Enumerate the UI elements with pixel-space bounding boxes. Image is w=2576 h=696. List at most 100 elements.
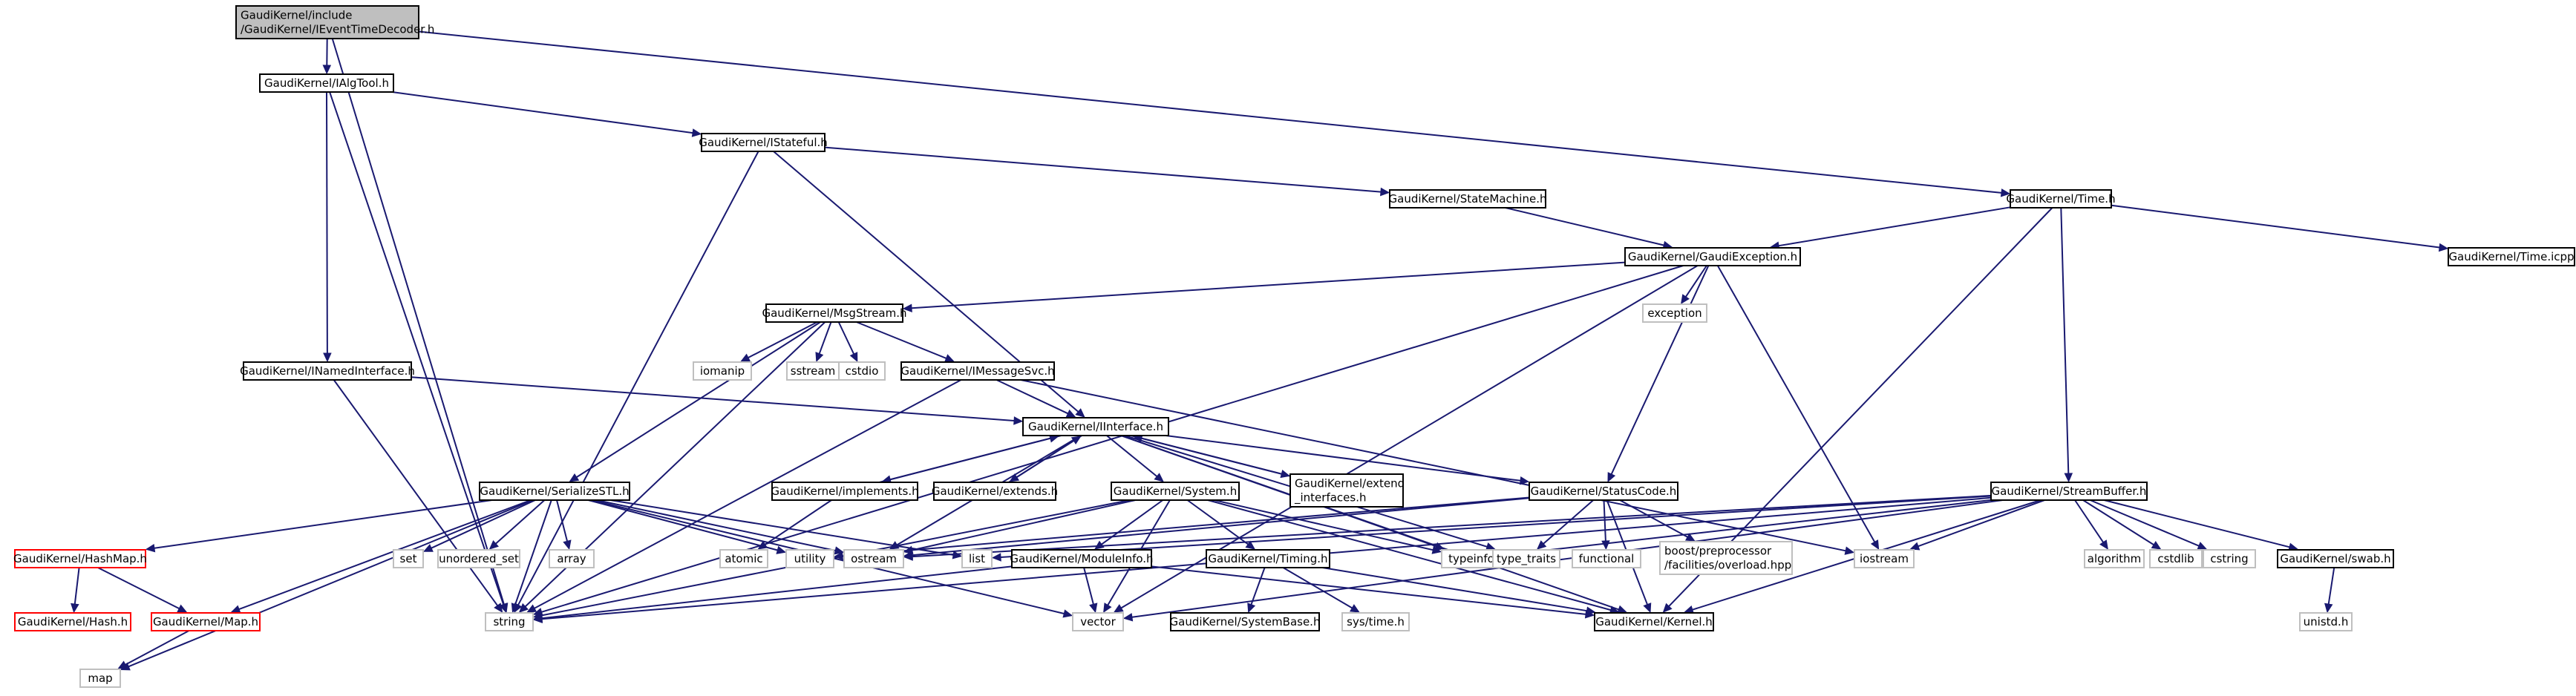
- edge-line: [495, 499, 546, 545]
- node-istateful[interactable]: GaudiKernel/IStateful.h: [699, 133, 828, 152]
- edge-time-to-timeicpp: [2111, 204, 2449, 252]
- node-mapnode[interactable]: GaudiKernel/Map.h: [151, 612, 261, 631]
- edge-line: [238, 499, 532, 611]
- edge-line: [541, 499, 1130, 617]
- edge-line: [329, 91, 505, 605]
- node-type_traits: type_traits: [1492, 549, 1560, 568]
- node-extends[interactable]: GaudiKernel/extends.h: [932, 482, 1058, 501]
- edge-arrowhead: [1113, 604, 1124, 613]
- edge-arrowhead: [815, 352, 824, 363]
- node-label: utility: [794, 552, 826, 565]
- node-streambuffer[interactable]: GaudiKernel/StreamBuffer.h: [1990, 482, 2148, 501]
- edge-arrowhead: [563, 539, 572, 551]
- node-box: [1854, 549, 1915, 568]
- node-extendinterfaces[interactable]: GaudiKernel/extend_interfaces.h: [1289, 473, 1405, 508]
- edge-iinterface-to-statuscode: [1166, 435, 1530, 485]
- edge-line: [534, 379, 962, 609]
- node-swab[interactable]: GaudiKernel/swab.h: [2277, 549, 2394, 568]
- edge-line: [392, 91, 693, 134]
- node-array: array: [549, 549, 595, 568]
- edge-line: [911, 261, 1626, 309]
- node-serializestl[interactable]: GaudiKernel/SerializeSTL.h: [479, 482, 630, 501]
- edge-arrowhead: [1684, 533, 1696, 542]
- node-msgstream[interactable]: GaudiKernel/MsgStream.h: [762, 303, 907, 323]
- edge-line: [411, 376, 1015, 421]
- node-box: [1529, 482, 1678, 501]
- node-hash[interactable]: GaudiKernel/Hash.h: [14, 612, 131, 631]
- node-label: GaudiKernel/System.h: [1114, 485, 1237, 498]
- node-sstream: sstream: [786, 361, 840, 381]
- node-label: sys/time.h: [1347, 615, 1405, 628]
- edge-streambuffer-to-iostream: [1909, 499, 2045, 551]
- node-moduleinfo[interactable]: GaudiKernel/ModuleInfo.h: [1010, 549, 1154, 568]
- edge-serializestl-to-ostream: [596, 499, 845, 555]
- edge-line: [331, 38, 505, 605]
- node-kernel[interactable]: GaudiKernel/Kernel.h: [1594, 612, 1714, 631]
- node-gaudiexception[interactable]: GaudiKernel/GaudiException.h: [1624, 247, 1801, 266]
- node-box: [235, 5, 419, 39]
- edge-line: [1141, 437, 1291, 477]
- edge-arrowhead: [230, 605, 241, 614]
- edge-arrowhead: [322, 65, 332, 75]
- edge-line: [1186, 499, 1249, 545]
- edge-serializestl-to-unordered_set: [488, 499, 546, 550]
- node-time[interactable]: GaudiKernel/Time.h: [2006, 189, 2116, 209]
- edge-line: [517, 151, 759, 605]
- edge-ialgtool-to-inamedinterface: [323, 91, 332, 363]
- node-iinterface[interactable]: GaudiKernel/IInterface.h: [1022, 417, 1169, 436]
- edge-arrowhead: [1094, 540, 1105, 550]
- edge-arrowhead: [691, 128, 702, 137]
- node-root[interactable]: GaudiKernel/include/GaudiKernel/IEventTi…: [235, 5, 434, 39]
- edge-ialgtool-to-string: [329, 91, 508, 614]
- node-ialgtool[interactable]: GaudiKernel/IAlgTool.h: [259, 73, 394, 93]
- edge-hashmap-to-mapnode: [97, 567, 188, 613]
- node-label: vector: [1080, 615, 1116, 628]
- edge-arrowhead: [1070, 436, 1082, 445]
- edge-line: [73, 567, 80, 605]
- node-statemachine[interactable]: GaudiKernel/StateMachine.h: [1389, 189, 1547, 209]
- node-system[interactable]: GaudiKernel/System.h: [1111, 482, 1240, 501]
- node-timeicpp[interactable]: GaudiKernel/Time.icpp: [2448, 247, 2575, 266]
- edge-line: [842, 496, 1530, 557]
- node-box: [1022, 417, 1169, 436]
- edge-arrowhead: [1519, 476, 1530, 485]
- node-box: [838, 361, 886, 381]
- edge-line: [514, 499, 552, 605]
- node-box: [2203, 549, 2256, 568]
- node-statuscode[interactable]: GaudiKernel/StatusCode.h: [1529, 482, 1678, 501]
- node-label: GaudiKernel/StateMachine.h: [1389, 192, 1547, 206]
- node-box: [1659, 541, 1793, 575]
- edge-arrowhead: [2064, 473, 2073, 483]
- node-inamedinterface[interactable]: GaudiKernel/INamedInterface.h: [240, 361, 415, 381]
- edge-swab-to-unistd: [2324, 567, 2335, 614]
- edge-statuscode-to-functional: [1601, 499, 1610, 551]
- node-box: [485, 612, 534, 631]
- node-iostream: iostream: [1854, 549, 1915, 568]
- node-implements[interactable]: GaudiKernel/implements.h: [771, 482, 919, 501]
- edge-line: [2082, 499, 2154, 545]
- edge-moduleinfo-to-string: [532, 565, 1013, 623]
- edge-hashmap-to-hash: [71, 567, 80, 614]
- node-timing[interactable]: GaudiKernel/Timing.h: [1206, 549, 1330, 568]
- node-box: [259, 73, 394, 93]
- node-atomic: atomic: [719, 549, 768, 568]
- edge-streambuffer-to-ostream: [903, 494, 1992, 561]
- edge-line: [1716, 265, 1876, 542]
- node-box: [1111, 482, 1240, 501]
- edge-arrowhead: [776, 545, 787, 554]
- edge-arrowhead: [488, 539, 499, 550]
- edge-arrowhead: [2099, 539, 2108, 551]
- edge-arrowhead: [833, 551, 843, 560]
- edge-line: [1505, 207, 1664, 246]
- node-box: [843, 549, 904, 568]
- node-label: GaudiKernel/extend: [1295, 477, 1405, 490]
- node-label: GaudiKernel/swab.h: [2280, 552, 2390, 565]
- node-label: /GaudiKernel/IEventTimeDecoder.h: [241, 23, 434, 36]
- node-hashmap[interactable]: GaudiKernel/HashMap.h: [13, 549, 147, 568]
- node-imessagesvc[interactable]: GaudiKernel/IMessageSvc.h: [900, 361, 1055, 381]
- node-box: [1492, 549, 1560, 568]
- edge-line: [1120, 435, 1619, 611]
- edge-line: [576, 321, 821, 478]
- node-systembase[interactable]: GaudiKernel/SystemBase.h: [1170, 612, 1321, 631]
- node-box: [14, 612, 131, 631]
